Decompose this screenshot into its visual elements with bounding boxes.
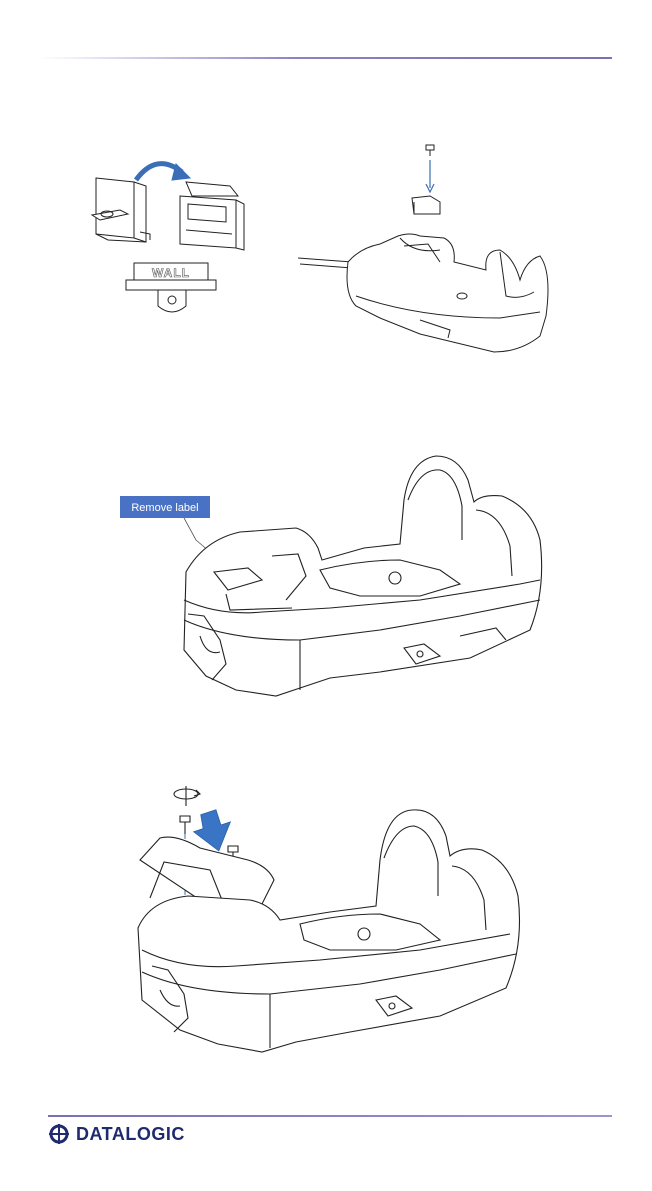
wall-bracket-text: WALL — [152, 266, 190, 280]
wall-bracket-front — [92, 178, 150, 242]
figure-wall-bracket: WALL — [0, 130, 652, 370]
rotation-screwdriver-icon — [174, 786, 200, 806]
mounting-clip — [412, 196, 440, 214]
callout-leader — [184, 518, 210, 552]
cradle-large — [184, 456, 542, 696]
figure-attach-bracket — [0, 775, 652, 1075]
wall-bracket-flipped — [180, 182, 244, 250]
screw-left — [180, 816, 190, 834]
header-rule — [40, 57, 612, 59]
footer-rule — [48, 1115, 612, 1117]
datalogic-logo: DATALOGIC — [48, 1122, 185, 1146]
cradle-with-bracket — [138, 810, 520, 1052]
cradle-small — [298, 234, 548, 352]
figure-remove-label: Remove label — [0, 450, 652, 710]
mounting-screw — [426, 145, 434, 156]
datalogic-logo-icon — [48, 1123, 70, 1145]
brand-name: DATALOGIC — [76, 1124, 185, 1145]
remove-label-callout: Remove label — [131, 502, 198, 514]
